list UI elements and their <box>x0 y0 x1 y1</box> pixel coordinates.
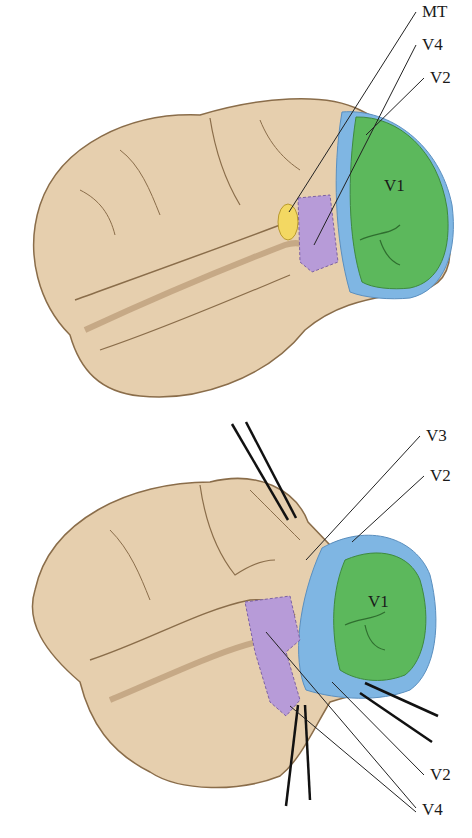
leader-line <box>366 78 424 135</box>
v4-region <box>298 195 338 272</box>
leader-line <box>289 12 416 212</box>
v2-region <box>336 112 453 299</box>
electrode <box>232 422 438 806</box>
area-label: V2 <box>428 68 453 88</box>
area-label: V2 <box>428 765 453 785</box>
area-label: V2 <box>428 466 453 486</box>
sulcus <box>345 612 385 650</box>
leader-line <box>266 632 416 808</box>
sulcus <box>110 640 265 700</box>
leader-line <box>352 476 424 542</box>
v1-region <box>350 117 448 289</box>
leader-line <box>306 436 420 560</box>
brain-outline <box>32 478 432 787</box>
sulcus <box>360 225 400 265</box>
sulcus <box>200 485 275 575</box>
sulcus <box>100 275 290 350</box>
v1-region <box>334 553 426 680</box>
sulcus <box>85 243 318 330</box>
area-label: V1 <box>366 592 391 612</box>
leader-line <box>314 45 416 245</box>
sulcus <box>260 120 300 170</box>
leader-line <box>332 682 424 775</box>
area-label: V4 <box>420 35 445 55</box>
leader-line <box>290 706 416 812</box>
area-label: V4 <box>420 800 445 820</box>
area-label: V3 <box>424 426 449 446</box>
mt-region <box>278 204 298 240</box>
v2-region <box>299 535 436 698</box>
sulcus <box>120 150 160 215</box>
brain-outline <box>34 99 451 397</box>
v4-region <box>245 596 300 716</box>
area-label: V1 <box>382 176 407 196</box>
sulcus <box>210 118 240 205</box>
sulcus <box>80 190 115 235</box>
sulcus <box>110 530 150 600</box>
area-label: MT <box>420 2 450 22</box>
